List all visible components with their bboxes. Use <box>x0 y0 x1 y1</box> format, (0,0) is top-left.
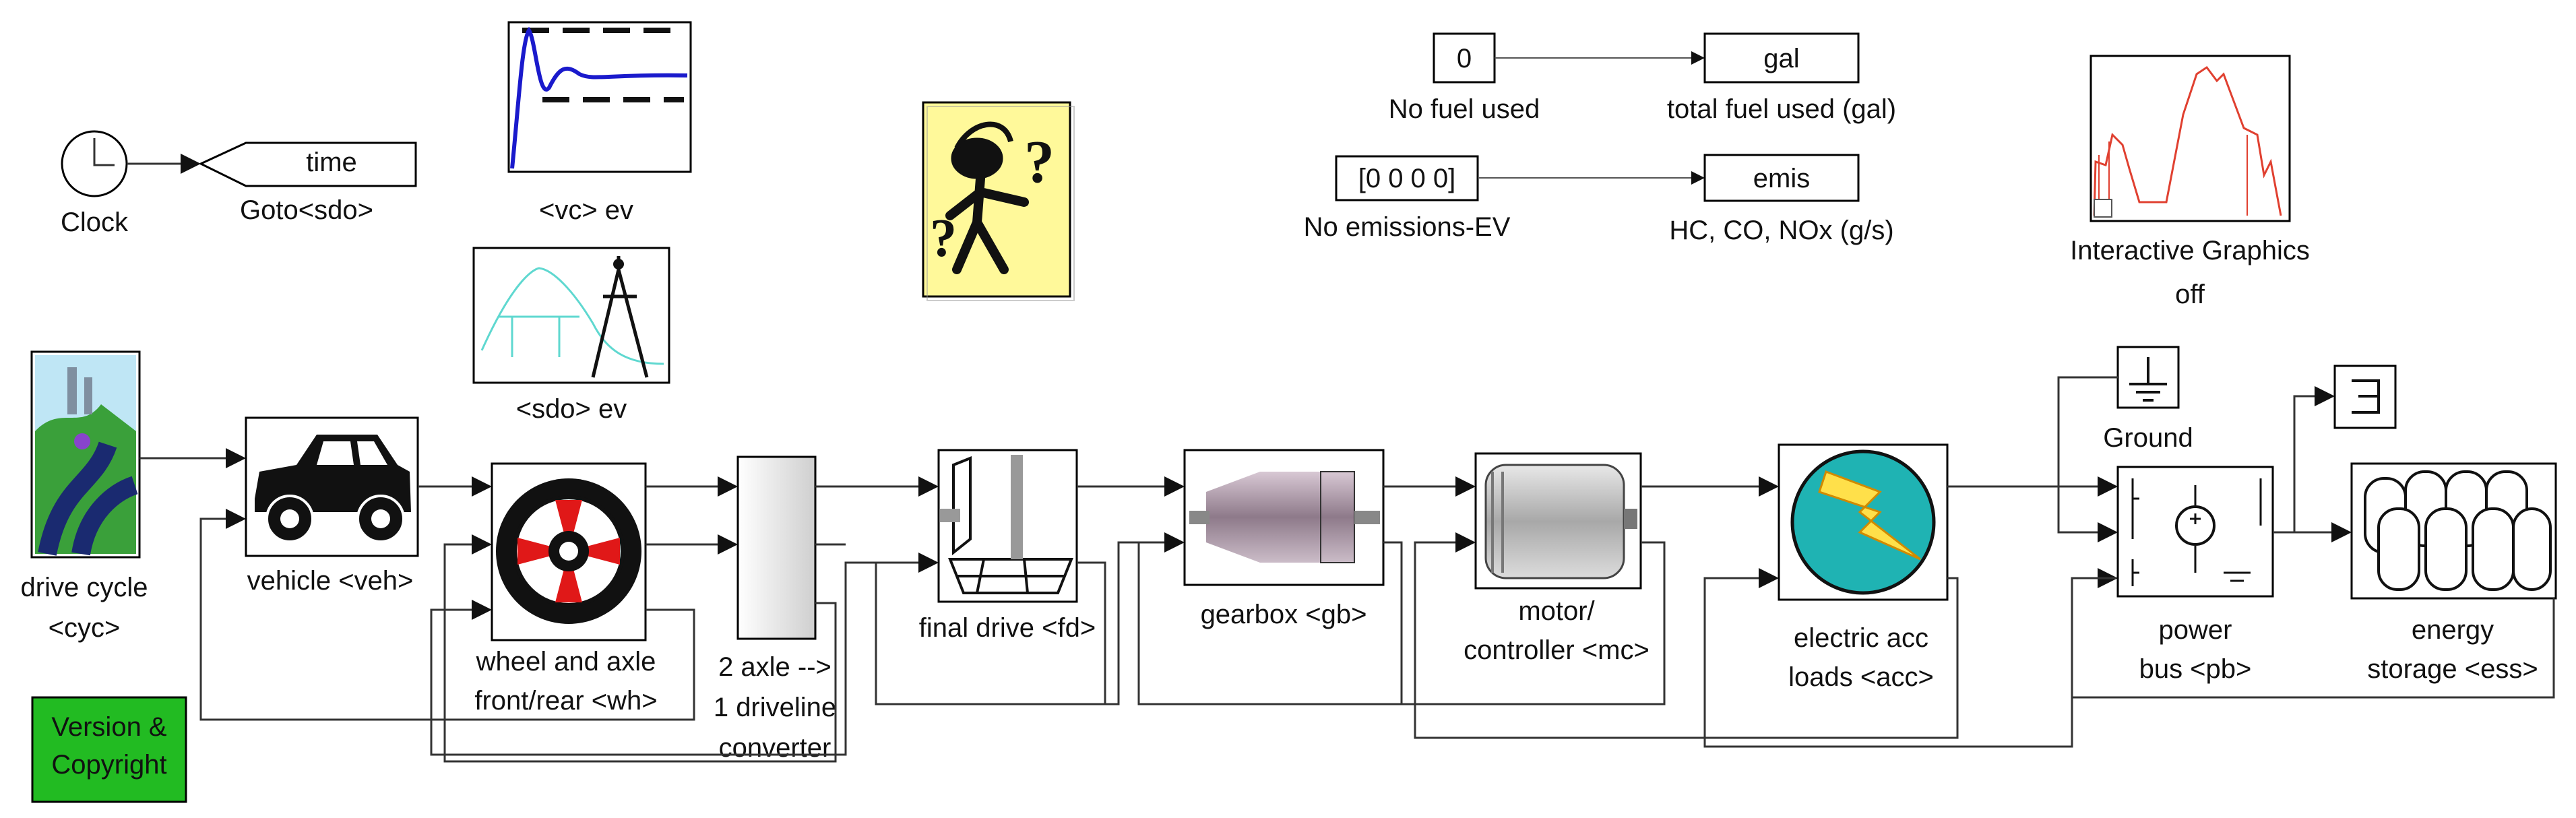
car-icon <box>255 435 411 543</box>
electric-acc-block[interactable] <box>1778 443 1949 601</box>
feedback-wires[interactable] <box>199 509 2555 763</box>
converter-block[interactable] <box>736 455 817 640</box>
vc-scope-block[interactable] <box>507 21 692 173</box>
interactive-graphics-label: Interactive Graphics <box>2070 236 2310 265</box>
drive-cycle-label-2: <cyc> <box>49 613 121 643</box>
wheel-icon <box>496 478 641 624</box>
emis-text: emis <box>1753 164 1810 193</box>
version-label-2: Copyright <box>51 750 166 780</box>
signal-wires[interactable] <box>139 376 2352 555</box>
energy-storage-label-2: storage <ess> <box>2367 654 2538 684</box>
gearbox-icon <box>1189 471 1380 563</box>
power-bus-label-1: power <box>2159 615 2232 645</box>
terminator-icon <box>2352 379 2380 414</box>
goto-text: time <box>306 148 357 177</box>
power-bus-block[interactable] <box>2116 466 2274 598</box>
graphics-icon <box>2093 65 2282 216</box>
converter-label-3: converter <box>719 733 831 763</box>
gearbox-label: gearbox <gb> <box>1201 600 1367 629</box>
interactive-graphics-block[interactable] <box>2090 55 2291 222</box>
wheel-axle-block[interactable] <box>491 462 647 641</box>
gearbox-block[interactable] <box>1183 449 1385 586</box>
lightning-icon <box>1818 470 1921 561</box>
converter-label-1: 2 axle --> <box>718 652 831 682</box>
emis-label: HC, CO, NOx (g/s) <box>1669 216 1893 245</box>
acc-label-2: loads <acc> <box>1788 662 1934 692</box>
goto-label: Goto<sdo> <box>240 195 373 225</box>
terminator-block[interactable] <box>2333 365 2397 429</box>
scope-icon <box>510 26 688 169</box>
vehicle-block[interactable] <box>245 416 419 557</box>
no-emissions-constant[interactable] <box>1335 155 1479 201</box>
gal-text: gal <box>1763 44 1799 73</box>
no-fuel-label: No fuel used <box>1389 94 1540 124</box>
interactive-state: off <box>2175 280 2205 309</box>
drive-cycle-label-1: drive cycle <box>21 573 148 602</box>
clock-label: Clock <box>61 208 129 237</box>
energy-storage-label-1: energy <box>2412 615 2494 645</box>
version-label-1: Version & <box>51 712 167 742</box>
wheel-axle-label-1: wheel and axle <box>476 647 656 677</box>
svg-text:?: ? <box>930 209 957 268</box>
final-drive-block[interactable] <box>937 449 1078 603</box>
energy-storage-block[interactable] <box>2350 462 2557 600</box>
total-fuel-label: total fuel used (gal) <box>1667 94 1896 124</box>
gal-goto-block[interactable] <box>1703 32 1860 84</box>
battery-icon <box>2364 470 2552 591</box>
wheel-axle-label-2: front/rear <wh> <box>474 686 657 716</box>
no-fuel-value: 0 <box>1457 44 1472 73</box>
motor-icon <box>1484 464 1637 579</box>
version-copyright-block[interactable]: Version & Copyright <box>31 696 187 803</box>
no-emissions-label: No emissions-EV <box>1304 212 1511 242</box>
ground-icon <box>2129 357 2167 402</box>
motor-controller-block[interactable] <box>1474 452 1642 590</box>
help-icon: ? ? <box>930 121 1055 274</box>
ground-label: Ground <box>2103 423 2193 453</box>
motor-label-2: controller <mc> <box>1464 635 1650 665</box>
clock-block[interactable] <box>61 130 128 197</box>
vehicle-label: vehicle <veh> <box>247 566 414 596</box>
vc-ev-label: <vc> ev <box>539 195 633 225</box>
converter-label-2: 1 driveline <box>714 693 836 722</box>
goto-block[interactable] <box>198 141 417 187</box>
acc-label-1: electric acc <box>1794 623 1928 653</box>
no-emissions-value: [0 0 0 0] <box>1358 164 1456 193</box>
svg-text:?: ? <box>1024 129 1055 195</box>
emis-goto-block[interactable] <box>1703 154 1860 202</box>
sdo-ev-label: <sdo> ev <box>516 394 627 424</box>
motor-label-1: motor/ <box>1518 596 1595 626</box>
final-drive-label: final drive <fd> <box>919 613 1096 643</box>
help-block[interactable]: ? ? <box>922 101 1075 301</box>
no-fuel-constant[interactable] <box>1433 32 1496 84</box>
sdo-scope-block[interactable] <box>472 247 670 384</box>
power-bus-label-2: bus <pb> <box>2139 654 2252 684</box>
drive-cycle-block[interactable] <box>30 350 141 559</box>
ground-block[interactable] <box>2116 346 2180 409</box>
